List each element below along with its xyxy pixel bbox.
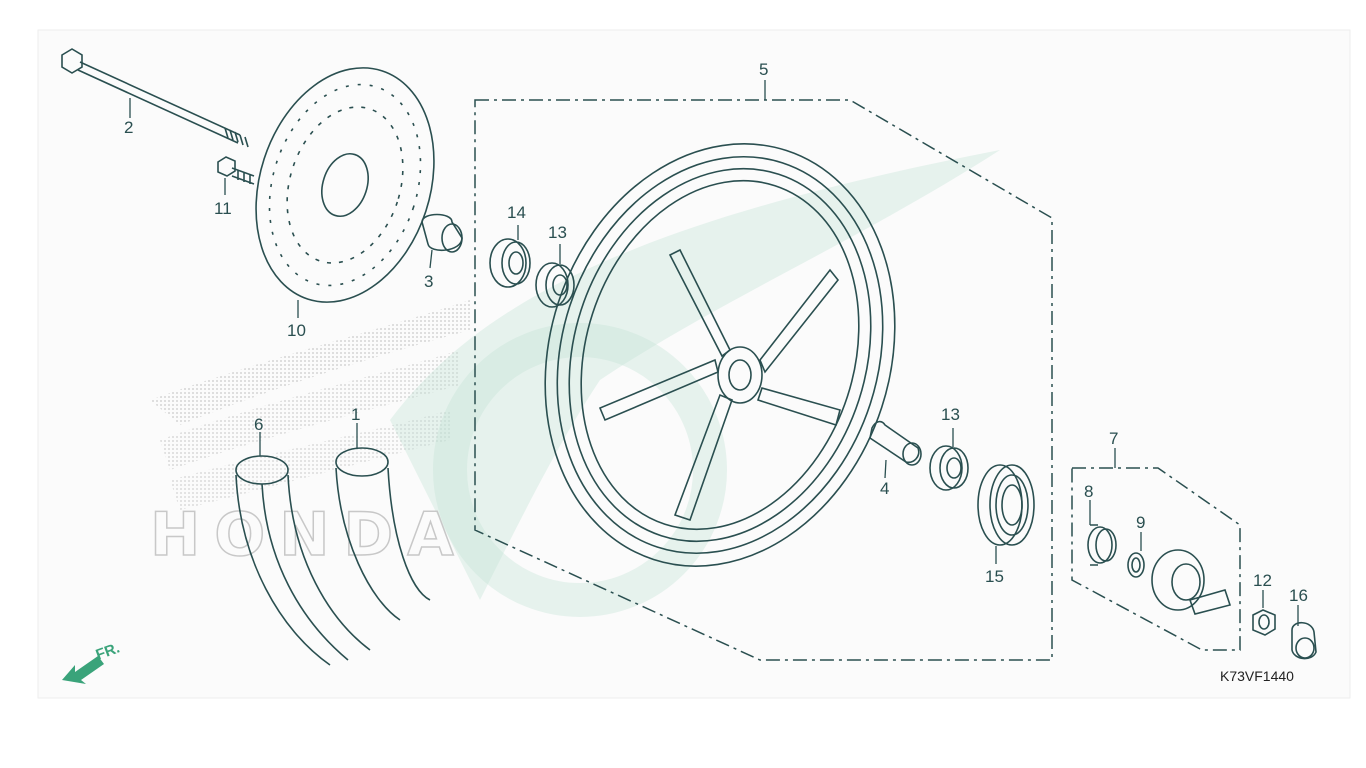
bearing-upper-part [535,244,575,308]
callout-1[interactable]: 1 [351,405,360,424]
fork-tube-right-part [335,423,431,621]
callout-3[interactable]: 3 [424,272,433,291]
disc-bolt-part [217,156,255,195]
callout-6[interactable]: 6 [254,415,263,434]
callout-15[interactable]: 15 [985,567,1004,586]
gearbox-assembly-outline [1071,467,1241,651]
callout-14[interactable]: 14 [507,203,526,222]
diagram-code-label: K73VF1440 [1220,668,1294,684]
distance-collar-part [869,420,922,479]
callout-11[interactable]: 11 [214,199,232,218]
brake-disc-part [255,67,435,318]
honda-wing-watermark [150,150,1000,617]
callout-8[interactable]: 8 [1084,482,1093,501]
gearbox-retainer-part [1087,500,1117,566]
callout-13-upper[interactable]: 13 [548,223,567,242]
front-wheel-part [544,143,896,567]
wheel-assembly-outline [474,99,1053,661]
speedometer-gearbox-part [1151,549,1232,615]
callout-2[interactable]: 2 [124,118,133,137]
dust-seal-lower-part [977,464,1035,564]
callout-13-lower[interactable]: 13 [941,405,960,424]
callout-4[interactable]: 4 [880,479,889,498]
axle-bolt-part [61,48,249,148]
axle-cap-part [1291,605,1317,660]
dust-seal-part [489,225,531,288]
callout-5[interactable]: 5 [759,60,768,79]
bearing-lower-part [929,428,969,491]
washer-part [1127,532,1145,578]
front-direction-arrow-icon [62,656,104,684]
axle-nut-part [1252,590,1276,636]
callout-7[interactable]: 7 [1109,429,1118,448]
fork-tube-left-part [235,432,371,666]
callout-9[interactable]: 9 [1136,513,1145,532]
callout-10[interactable]: 10 [287,321,306,340]
callout-16[interactable]: 16 [1289,586,1308,605]
callout-12[interactable]: 12 [1253,571,1272,590]
collar-part [421,213,463,269]
watermark-text: HONDA [150,500,468,570]
